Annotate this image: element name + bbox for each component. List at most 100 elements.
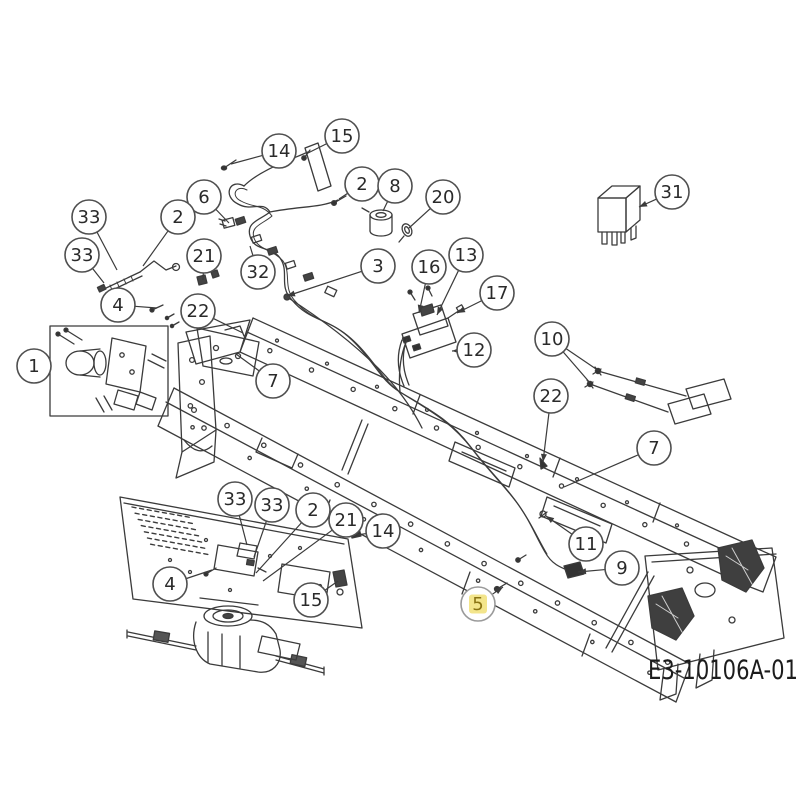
rail-hole — [433, 425, 440, 431]
callout-21[interactable]: 21 — [186, 238, 222, 281]
callout-22[interactable]: 22 — [533, 378, 569, 463]
callout-31[interactable]: 31 — [638, 174, 690, 210]
vent-slot — [192, 545, 198, 548]
callout-14[interactable]: 14 — [230, 133, 297, 169]
leader-arrowhead — [457, 306, 466, 313]
callout-7[interactable]: 7 — [563, 430, 672, 488]
callout-12[interactable]: 12 — [451, 332, 492, 368]
hole — [190, 406, 198, 414]
callout-6[interactable]: 6 — [186, 179, 230, 224]
callout-16[interactable]: 16 — [411, 249, 447, 314]
callout-number: 14 — [268, 141, 291, 162]
callout-number: 15 — [331, 126, 354, 147]
callout-33[interactable]: 33 — [217, 481, 253, 546]
callout-circle — [16, 348, 52, 384]
screw-head — [407, 289, 413, 295]
rail-edge — [157, 425, 677, 703]
rail-seam — [461, 571, 471, 595]
housing — [193, 619, 281, 673]
tower-plate — [185, 319, 251, 365]
callout-5[interactable]: 5 — [460, 585, 505, 622]
arch-notch — [183, 439, 213, 452]
rail-hole — [647, 670, 652, 676]
callout-number: 32 — [247, 262, 270, 283]
callout-2[interactable]: 2 — [338, 166, 380, 202]
vent-slot — [196, 540, 203, 543]
leader-line — [134, 305, 158, 309]
callout-number: 22 — [187, 301, 210, 322]
callout-number: 3 — [372, 256, 383, 277]
hub-left — [152, 630, 171, 643]
callout-21[interactable]: 21 — [262, 502, 364, 582]
vent-slot — [187, 550, 194, 553]
callout-number: 16 — [418, 257, 441, 278]
mount-bracket — [196, 327, 260, 377]
vent-slot — [166, 535, 172, 538]
leader-arrowhead — [287, 290, 296, 297]
connector-pins — [218, 218, 227, 227]
solenoid-side — [79, 348, 101, 378]
callout-22[interactable]: 22 — [180, 293, 244, 334]
hole — [198, 378, 206, 386]
relay-side — [625, 185, 641, 233]
callout-20[interactable]: 20 — [408, 179, 461, 229]
canister-nub — [361, 207, 370, 213]
leader-line — [307, 143, 328, 154]
canister-part-8 — [361, 207, 393, 237]
rail-hole — [589, 639, 595, 645]
cable-plate — [685, 378, 732, 410]
drawing-number: E3-10106A-01 — [648, 655, 798, 686]
rail-seam — [581, 633, 591, 657]
clevis — [171, 262, 181, 272]
connector-part-6 — [221, 216, 236, 229]
callout-11[interactable]: 11 — [544, 514, 604, 562]
callout-33[interactable]: 33 — [71, 199, 118, 271]
rail-seam — [552, 457, 561, 478]
panel-cutout — [213, 544, 259, 577]
vent-slot — [169, 513, 175, 516]
rail-hole — [642, 521, 648, 528]
callout-number: 33 — [224, 489, 247, 510]
callout-13[interactable]: 13 — [434, 237, 484, 316]
switch-terminal — [411, 343, 422, 352]
callout-14[interactable]: 14 — [356, 513, 401, 549]
screw-head — [164, 315, 170, 321]
vent-slot — [138, 507, 145, 510]
callout-33[interactable]: 33 — [64, 237, 105, 284]
callout-2[interactable]: 2 — [142, 199, 196, 267]
callout-32[interactable]: 32 — [240, 245, 276, 290]
leader-arrowhead — [494, 587, 503, 594]
small-fasteners — [149, 304, 180, 329]
chassis-near-rail — [157, 387, 691, 703]
callout-9[interactable]: 9 — [577, 550, 640, 586]
rail-hole — [260, 442, 267, 449]
callout-17[interactable]: 17 — [456, 275, 515, 316]
leader-line — [255, 522, 303, 574]
vent-slot — [177, 542, 183, 545]
callout-8[interactable]: 8 — [377, 168, 413, 212]
bracket-line — [461, 451, 507, 472]
callout-2[interactable]: 2 — [255, 492, 331, 574]
vent-slot — [174, 536, 180, 539]
hole — [187, 569, 193, 575]
rail-hole — [624, 500, 630, 505]
callout-7[interactable]: 7 — [235, 353, 291, 399]
callout-15[interactable]: 15 — [293, 580, 339, 618]
callout-33[interactable]: 33 — [253, 487, 290, 558]
vent-slot — [154, 510, 160, 513]
vent-slot — [164, 517, 171, 521]
callout-3[interactable]: 3 — [286, 248, 396, 299]
hole — [212, 344, 220, 352]
callout-15[interactable]: 15 — [307, 118, 360, 154]
leader-line — [382, 201, 389, 212]
screws — [147, 353, 167, 369]
vent-slot — [154, 538, 160, 541]
callout-number: 31 — [661, 182, 684, 203]
leader-line — [253, 520, 268, 558]
callout-4[interactable]: 4 — [152, 566, 213, 602]
callout-4[interactable]: 4 — [100, 287, 158, 323]
callout-circle — [604, 550, 640, 586]
callout-1[interactable]: 1 — [16, 348, 52, 384]
callout-10[interactable]: 10 — [534, 321, 600, 385]
